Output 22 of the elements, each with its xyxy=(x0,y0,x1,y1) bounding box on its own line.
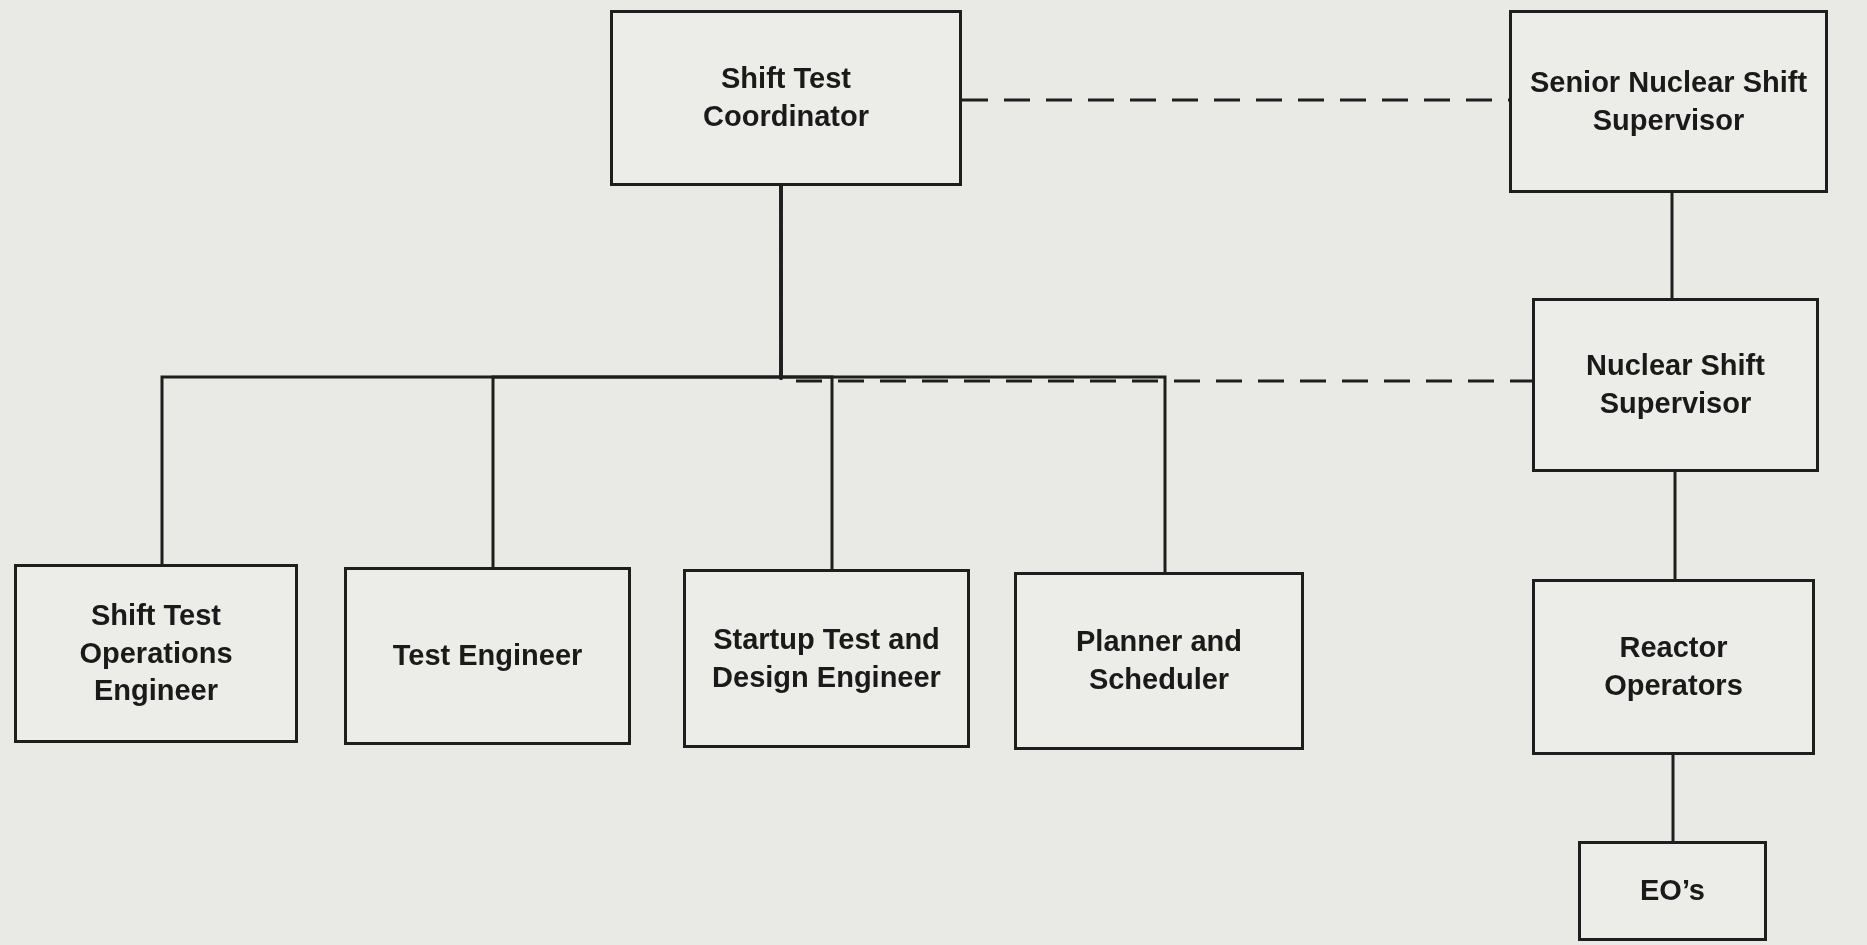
role-label: Senior Nuclear Shift Supervisor xyxy=(1528,64,1809,138)
connector-line xyxy=(779,186,1167,572)
org-box xyxy=(1578,841,1767,941)
org-box xyxy=(344,567,631,745)
role-label: Test Engineer xyxy=(391,638,584,674)
role-label: Shift Test Operations Engineer xyxy=(78,597,234,709)
org-box xyxy=(1532,298,1819,472)
role-label: EO’s xyxy=(1639,873,1706,909)
connector-line xyxy=(1671,755,1675,841)
connector-line xyxy=(1670,193,1674,298)
org-box xyxy=(1014,572,1304,750)
connector-line xyxy=(1673,472,1677,579)
role-label: Shift Test Coordinator xyxy=(702,61,870,134)
role-label: Reactor Operators xyxy=(1603,630,1744,703)
org-box xyxy=(1509,10,1828,193)
role-label: Nuclear Shift Supervisor xyxy=(1585,348,1766,421)
org-box xyxy=(14,564,298,743)
org-box xyxy=(683,569,970,748)
role-label: Startup Test and Design Engineer xyxy=(711,621,942,695)
role-label: Planner and Scheduler xyxy=(1075,624,1243,697)
org-box xyxy=(610,10,962,186)
org-box xyxy=(1532,579,1815,755)
